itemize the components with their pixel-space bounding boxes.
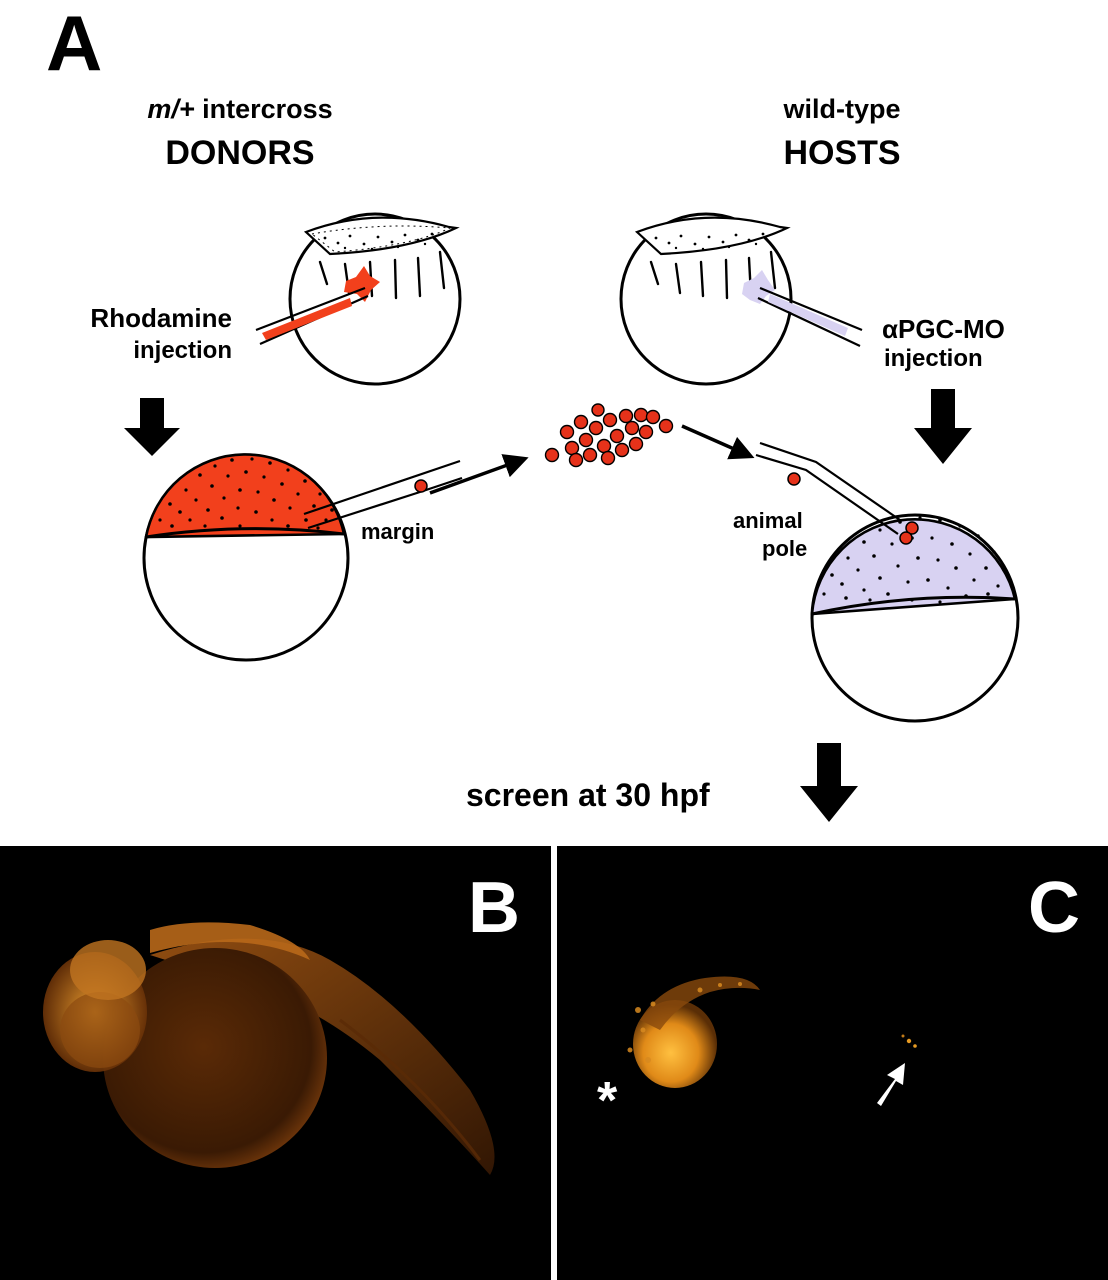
host-embryo-blastula	[755, 441, 1020, 723]
hosts-subtitle: wild-type	[782, 94, 900, 124]
transplanted-cells	[544, 403, 674, 468]
donors-genotype: m/+	[147, 94, 195, 124]
alpha-symbol: α	[882, 314, 898, 344]
host-embryo-injected	[619, 212, 863, 386]
panel-a-letter: A	[46, 0, 102, 87]
fluorescent-embryo-c	[627, 976, 917, 1088]
donor-embryo-blastula	[142, 453, 463, 662]
panel-c-letter: C	[1028, 868, 1080, 948]
fluorescent-embryo-b	[43, 922, 495, 1175]
donor-blastoderm-speckles	[158, 457, 334, 530]
pole-label-text: pole	[762, 536, 807, 561]
pgc-mo-label: αPGC-MO	[882, 314, 1005, 344]
pgc-mo-injection-label: injection	[884, 345, 983, 372]
screen-down-arrow	[800, 743, 858, 822]
host-down-arrow	[914, 389, 972, 464]
donors-title: DONORS	[165, 134, 314, 172]
transfer-arrow-left	[429, 454, 529, 495]
hosts-title: HOSTS	[783, 134, 900, 172]
screen-label: screen at 30 hpf	[466, 777, 710, 813]
panel-a: A m/+ intercross DONORS wild-type HOSTS	[46, 0, 1020, 822]
donors-cross: intercross	[195, 94, 333, 124]
animal-label: animal	[733, 508, 803, 533]
rhodamine-label: Rhodamine	[90, 303, 232, 333]
arrow-icon	[877, 1063, 905, 1106]
asterisk-marker: *	[597, 1072, 618, 1130]
transfer-arrow-right	[681, 424, 755, 460]
rhodamine-injection-label: injection	[133, 337, 232, 364]
panel-b: B	[0, 846, 551, 1280]
pgc-mo-name: PGC-MO	[898, 314, 1005, 344]
donor-down-arrow	[124, 398, 180, 456]
host-blastoderm-speckles	[822, 516, 1006, 604]
margin-label: margin	[361, 519, 434, 544]
donor-embryo-injected	[255, 212, 462, 386]
donors-subtitle: m/+ intercross	[147, 94, 332, 124]
panel-c: C *	[557, 846, 1108, 1280]
panel-b-letter: B	[468, 868, 520, 948]
